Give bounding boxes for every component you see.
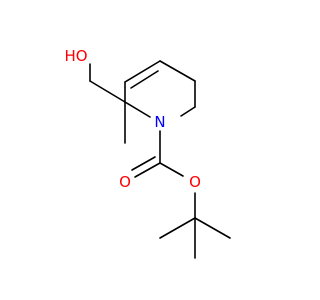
nitrogen-label: N: [154, 113, 165, 131]
molecule-structure: HO N O O: [64, 47, 231, 259]
atom-labels: HO N O O: [64, 47, 200, 191]
bond-carbonyl-c-o-double-a: [134, 162, 161, 178]
ester-oxygen-label: O: [189, 173, 201, 191]
hydroxyl-label: HO: [64, 47, 87, 65]
carbonyl-oxygen-label: O: [119, 173, 131, 191]
bond-carbonyl-c-o-double-b: [131, 156, 156, 171]
bond-c5-c4: [159, 60, 196, 82]
bond-c2-ch2: [89, 80, 126, 103]
bond-tbu-methyl-left: [159, 217, 196, 239]
bonds: [89, 60, 231, 259]
bond-c5-c4-double-inner: [130, 70, 159, 89]
bond-tbu-methyl-right: [194, 217, 231, 239]
bond-c6-c5: [124, 60, 161, 83]
bond-n-c2: [124, 101, 151, 118]
bond-carbonyl-c-ester-o: [159, 162, 184, 177]
bond-c3-n: [180, 106, 196, 117]
